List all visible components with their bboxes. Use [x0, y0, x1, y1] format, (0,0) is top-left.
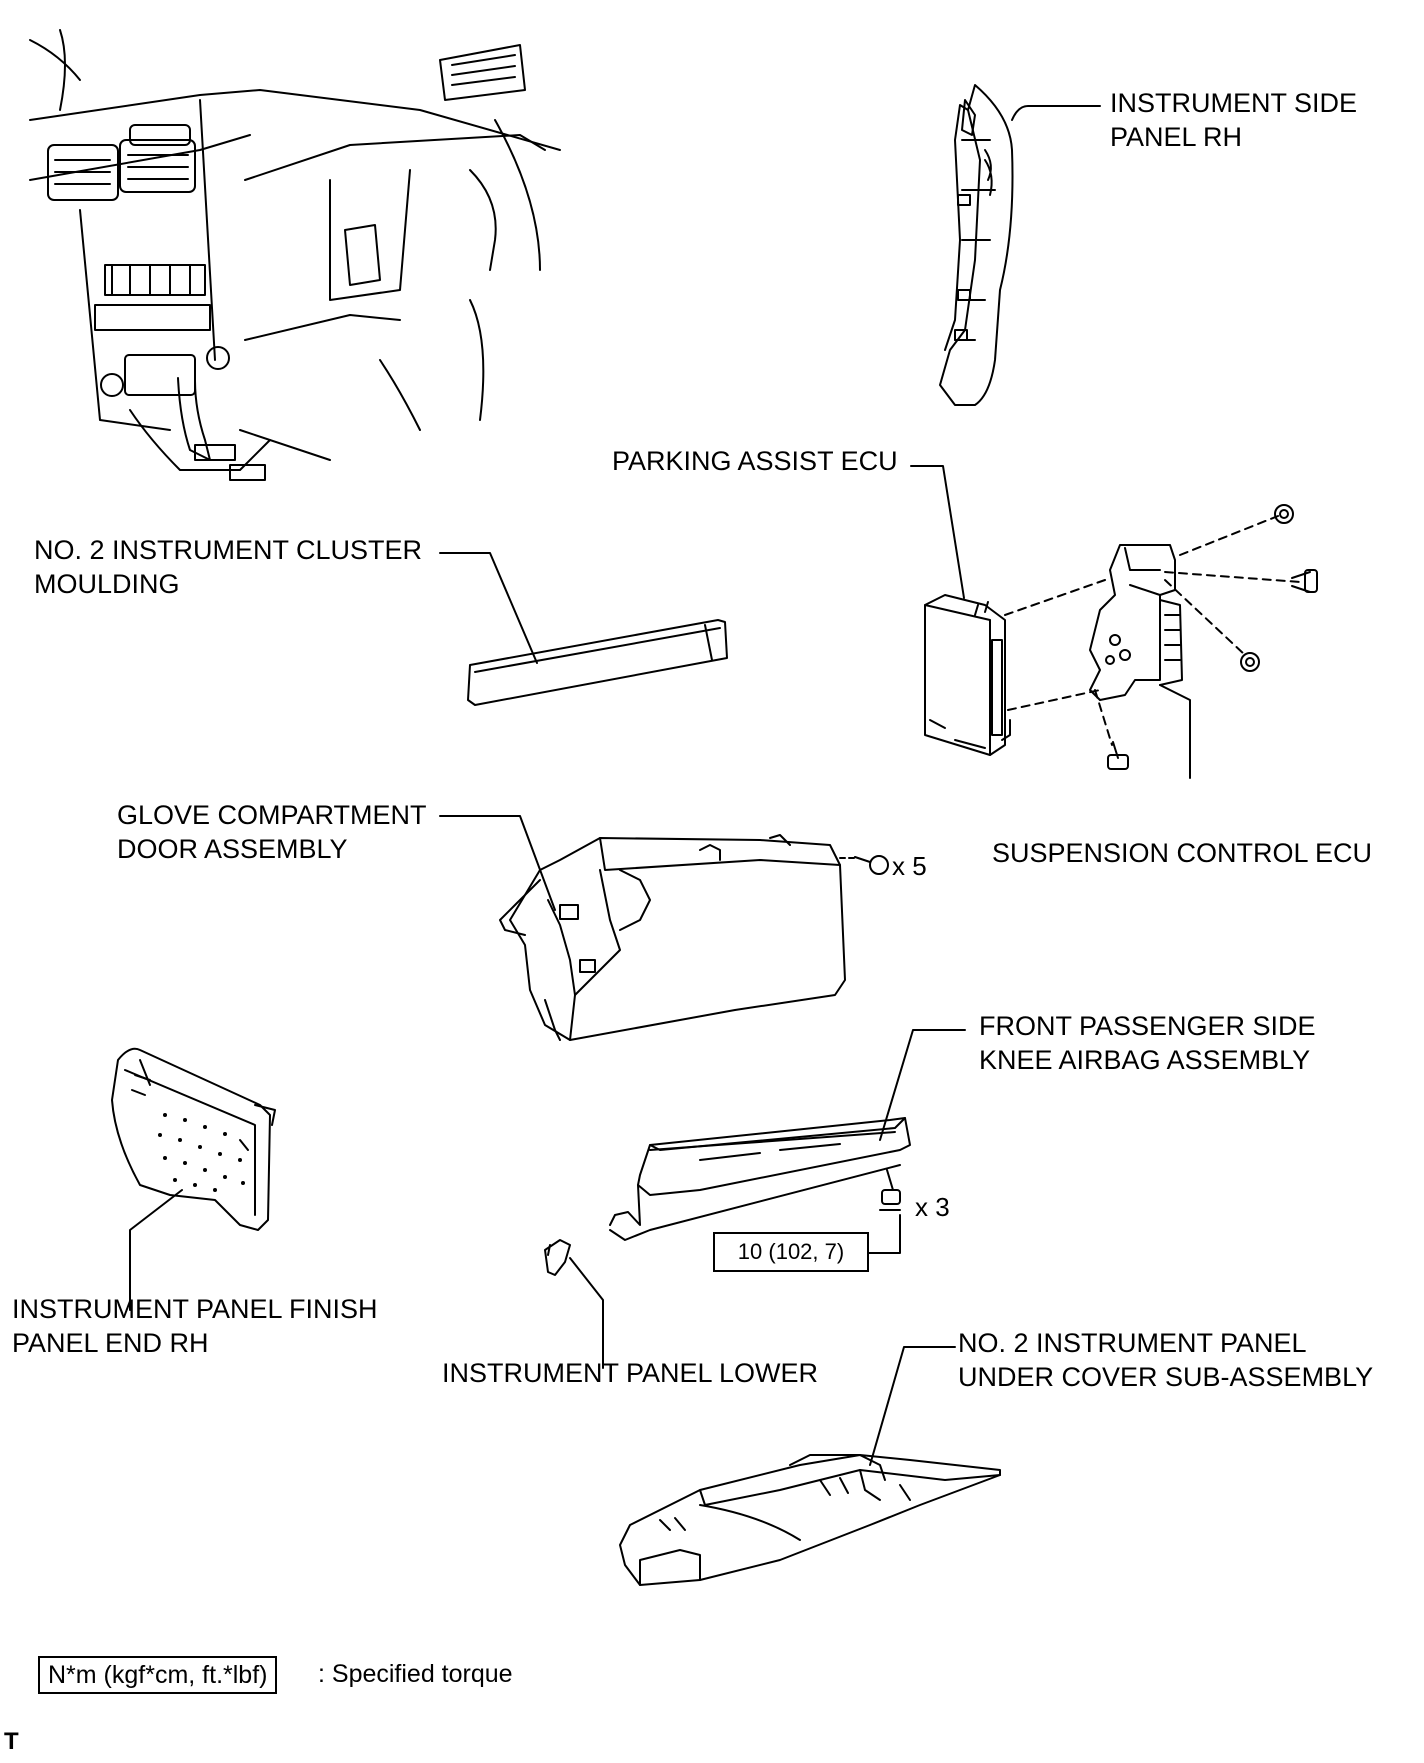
instrument-side-panel-rh-part: [939, 84, 1014, 406]
knee-airbag-bolt: [879, 1169, 901, 1211]
knee-airbag-part: [609, 1117, 911, 1241]
panel-lower-clip-part: [544, 1239, 571, 1276]
glove-door-fastener-qty: x 5: [892, 851, 927, 881]
label-line: PANEL RH: [1110, 122, 1243, 152]
label-line: INSTRUMENT PANEL FINISH: [12, 1294, 378, 1324]
label-cluster-moulding: NO. 2 INSTRUMENT CLUSTER MOULDING: [34, 533, 422, 601]
assembly-guide-lines: [1004, 515, 1301, 746]
corner-mark: T: [4, 1728, 19, 1755]
label-knee-airbag: FRONT PASSENGER SIDE KNEE AIRBAG ASSEMBL…: [979, 1009, 1316, 1077]
label-glove-compartment-door: GLOVE COMPARTMENT DOOR ASSEMBLY: [117, 798, 427, 866]
label-line: NO. 2 INSTRUMENT PANEL: [958, 1328, 1307, 1358]
label-line: PANEL END RH: [12, 1328, 209, 1358]
glove-door-fastener: [854, 855, 889, 875]
label-line: FRONT PASSENGER SIDE: [979, 1011, 1316, 1041]
legend-torque-description: : Specified torque: [318, 1660, 513, 1688]
dashboard-overview-illustration: [29, 29, 561, 481]
label-suspension-control-ecu: SUSPENSION CONTROL ECU: [992, 836, 1372, 870]
finish-panel-end-part: [111, 1047, 276, 1231]
parking-assist-ecu-part: [924, 594, 1011, 756]
label-parking-assist-ecu: PARKING ASSIST ECU: [612, 444, 898, 478]
label-finish-panel-end-rh: INSTRUMENT PANEL FINISH PANEL END RH: [12, 1292, 378, 1360]
label-line: INSTRUMENT SIDE: [1110, 88, 1358, 118]
label-line: DOOR ASSEMBLY: [117, 834, 348, 864]
glove-compartment-door-part: [499, 834, 846, 1041]
suspension-control-ecu-part: [1089, 544, 1183, 701]
label-line: UNDER COVER SUB-ASSEMBLY: [958, 1362, 1374, 1392]
knee-airbag-bolt-qty: x 3: [915, 1192, 950, 1222]
label-line: PARKING ASSIST ECU: [612, 446, 898, 476]
torque-spec-box: 10 (102, 7): [713, 1232, 869, 1272]
label-line: KNEE AIRBAG ASSEMBLY: [979, 1045, 1311, 1075]
label-line: INSTRUMENT PANEL LOWER: [442, 1358, 819, 1388]
label-instrument-panel-lower: INSTRUMENT PANEL LOWER: [442, 1356, 818, 1390]
under-cover-part: [619, 1454, 1001, 1586]
ecu-fasteners: [1107, 504, 1318, 770]
legend-torque-box: N*m (kgf*cm, ft.*lbf): [38, 1656, 278, 1694]
label-line: NO. 2 INSTRUMENT CLUSTER: [34, 535, 423, 565]
label-instrument-side-panel-rh: INSTRUMENT SIDE PANEL RH: [1110, 86, 1357, 154]
label-line: GLOVE COMPARTMENT: [117, 800, 427, 830]
label-line: SUSPENSION CONTROL ECU: [992, 838, 1373, 868]
leader-lines: [129, 105, 1191, 1466]
cluster-moulding-part: [467, 619, 728, 706]
label-under-cover: NO. 2 INSTRUMENT PANEL UNDER COVER SUB-A…: [958, 1326, 1373, 1394]
label-line: MOULDING: [34, 569, 180, 599]
